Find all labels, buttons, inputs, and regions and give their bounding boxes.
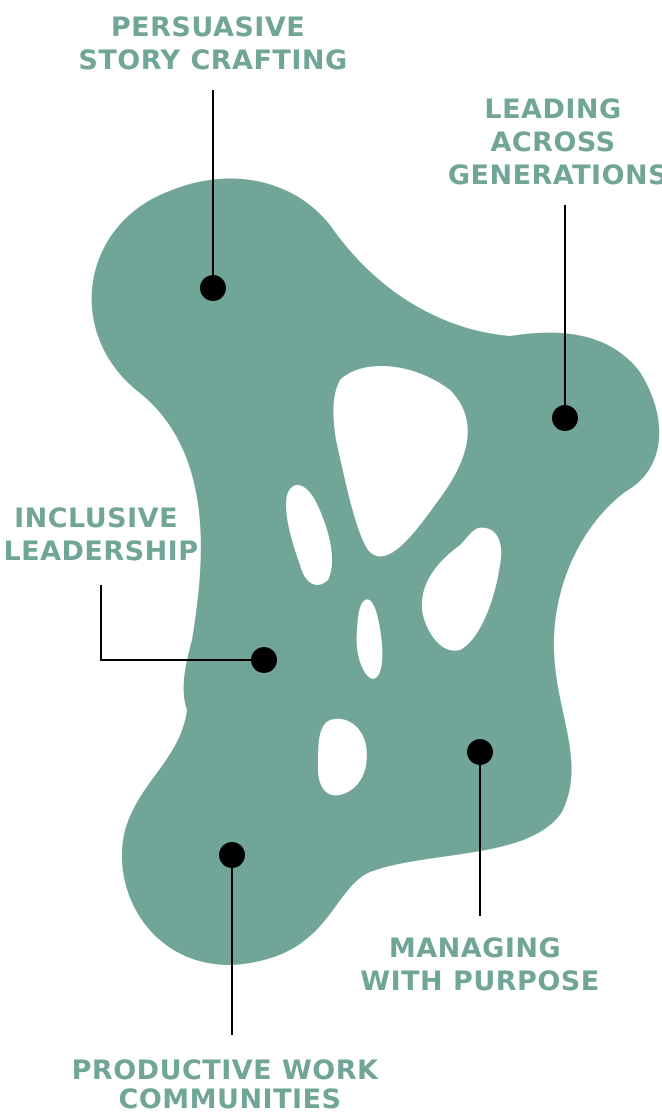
label-leading-across-generations: LEADING ACROSS GENERATIONS [448, 94, 662, 191]
label-managing-line-2: WITH PURPOSE [360, 966, 599, 997]
label-managing-line-1: MANAGING [389, 933, 561, 964]
label-productive-work-communities: PRODUCTIVE WORK COMMUNITIES [72, 1055, 389, 1114]
label-leading-line-3: GENERATIONS [448, 160, 662, 191]
label-persuasive-line-1: PERSUASIVE [111, 12, 305, 43]
connector-inclusive [100, 585, 264, 661]
label-persuasive-line-2: STORY CRAFTING [78, 45, 347, 76]
label-productive-line-1: PRODUCTIVE WORK [72, 1055, 379, 1086]
node-inclusive [251, 647, 277, 673]
label-inclusive-line-2: LEADERSHIP [3, 536, 198, 567]
label-inclusive-leadership: INCLUSIVE LEADERSHIP [3, 503, 198, 567]
node-managing [467, 739, 493, 765]
label-leading-line-1: LEADING [484, 94, 621, 125]
node-persuasive [200, 275, 226, 301]
label-productive-line-2: COMMUNITIES [119, 1084, 342, 1114]
node-leading [552, 405, 578, 431]
label-persuasive-story-crafting: PERSUASIVE STORY CRAFTING [78, 12, 347, 76]
label-managing-with-purpose: MANAGING WITH PURPOSE [360, 933, 599, 997]
label-inclusive-line-1: INCLUSIVE [14, 503, 178, 534]
label-leading-line-2: ACROSS [490, 127, 615, 158]
node-productive [219, 842, 245, 868]
organic-blob-shape [91, 178, 660, 966]
